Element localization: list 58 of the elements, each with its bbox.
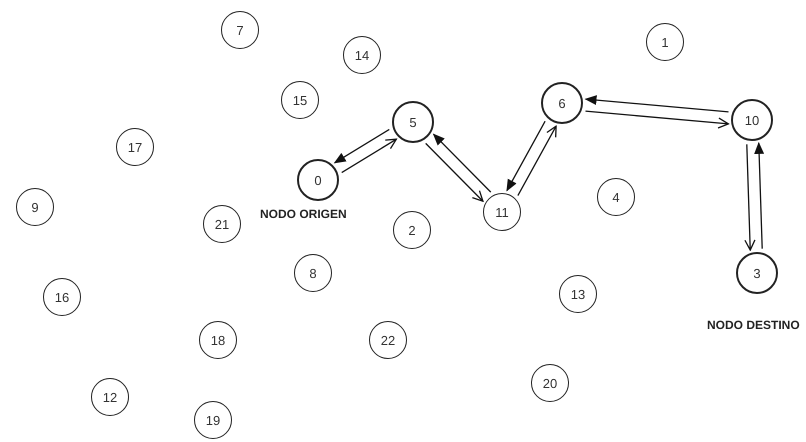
node-number: 7: [236, 22, 244, 38]
arrow: [584, 95, 729, 113]
node-circle: [116, 128, 154, 166]
node-circle: [199, 321, 237, 359]
arrow: [506, 120, 546, 192]
node-number: 14: [354, 48, 370, 62]
node-number: 0: [314, 172, 322, 188]
node-number: 18: [210, 332, 226, 348]
node-circle: [597, 178, 635, 216]
node-number: 17: [128, 140, 142, 154]
node-circle: [483, 193, 521, 231]
node-circle: [646, 23, 684, 61]
node-circle: [91, 378, 129, 416]
node-circle: [731, 99, 773, 141]
node-number: 21: [214, 216, 230, 232]
node-number: 9: [31, 200, 39, 214]
node-circle: [294, 254, 332, 292]
node-circle: [203, 205, 241, 243]
node-circle: [194, 401, 232, 439]
node-number: 15: [292, 92, 308, 108]
node-number: 5: [409, 114, 417, 130]
node-number: 20: [542, 376, 558, 390]
node-number: 2: [408, 222, 416, 238]
node-number: 13: [570, 286, 586, 302]
node-circle: [343, 36, 381, 74]
node-circle: [369, 321, 407, 359]
node-number: 16: [54, 290, 70, 304]
arrow: [334, 128, 390, 164]
arrow: [754, 142, 764, 249]
node-number: 19: [206, 412, 220, 428]
node-circle: [43, 278, 81, 316]
node-number: 10: [744, 112, 760, 128]
node-circle: [392, 101, 434, 143]
node-circle: [393, 211, 431, 249]
node-number: 4: [612, 190, 620, 204]
node-number: 3: [753, 266, 761, 280]
node-number: 8: [309, 266, 317, 280]
arrow: [585, 110, 730, 129]
node-circle: [531, 364, 569, 402]
node-circle: [16, 188, 54, 226]
arrow: [744, 144, 756, 251]
arrow: [432, 134, 492, 193]
node-circle: [297, 159, 339, 201]
node-circle: [281, 81, 319, 119]
node-number: 22: [380, 332, 396, 348]
node-number: 1: [661, 34, 669, 50]
arrow: [425, 142, 484, 202]
node-circle: [541, 82, 583, 124]
node-circle: [559, 275, 597, 313]
arrow: [517, 126, 557, 196]
node-circle: [736, 252, 778, 294]
arrow: [341, 138, 398, 174]
node-circle: [221, 11, 259, 49]
node-caption: NODO ORIGEN: [260, 207, 347, 221]
node-number: 12: [102, 390, 118, 404]
node-number: 6: [558, 96, 566, 110]
node-caption: NODO DESTINO: [707, 318, 800, 332]
node-number: 11: [495, 204, 509, 220]
